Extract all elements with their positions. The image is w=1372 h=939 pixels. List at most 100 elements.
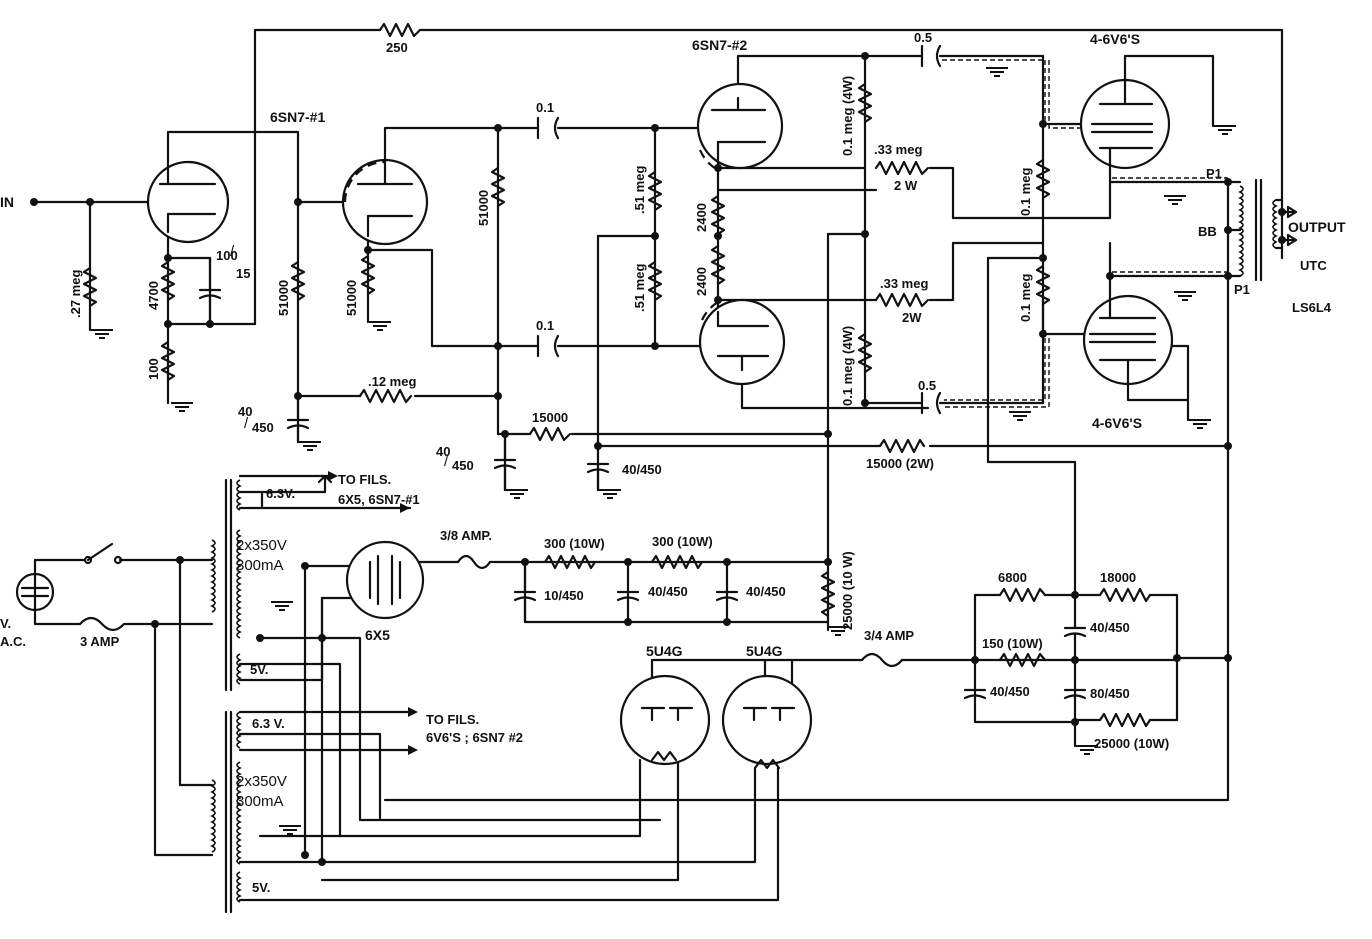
label-c-100: 100 [216, 248, 238, 263]
capacitor-40-450-d [616, 590, 640, 602]
label-c-40-a-slash: / [244, 415, 249, 432]
label-output: OUTPUT [1288, 219, 1346, 235]
label-c-01-bottom: 0.1 [536, 318, 554, 333]
tube-6v6-bottom [1082, 274, 1174, 386]
label-v63-b: 6.3 V. [252, 716, 285, 731]
label-hv-b-1: 2x350V [236, 773, 287, 790]
capacitor-40-450-e [715, 590, 739, 602]
label-c-05-top: 0.5 [914, 30, 932, 45]
resistor-2400-a [710, 194, 726, 236]
power-transformer-1 [210, 478, 264, 692]
label-r-150: 150 (10W) [982, 636, 1043, 651]
label-v5-a: 5V. [250, 662, 268, 677]
label-r-51000-c: 51000 [476, 190, 491, 226]
label-fuse-38: 3/8 AMP. [440, 528, 492, 543]
label-hv-a-2: 300mA [236, 557, 284, 574]
label-tube-6sn7-1: 6SN7-#1 [270, 109, 325, 125]
tube-5u4g-2 [721, 674, 813, 770]
capacitor-40-450-f [1063, 593, 1087, 662]
label-c-40-b-slash: / [444, 453, 449, 470]
fuses-switch [15, 542, 904, 668]
resistor-6800 [998, 587, 1047, 603]
capacitors [198, 44, 1087, 700]
label-r-01meg-b: 0.1 meg [1018, 274, 1033, 322]
label-r-2400-a: 2400 [694, 203, 709, 232]
tube-6sn7-1 [341, 158, 429, 246]
resistor-300-b [650, 554, 704, 570]
label-tap-p1-top: P1 [1206, 166, 1222, 181]
output-transformer [1226, 178, 1298, 282]
label-fuse-34: 3/4 AMP [864, 628, 914, 643]
tube-5u4g-1 [619, 674, 711, 766]
resistor-25000-b [1098, 712, 1152, 728]
label-input: IN [0, 194, 14, 210]
label-r-27meg: .27 meg [68, 270, 83, 318]
label-r-15000: 15000 [532, 410, 568, 425]
resistor-150 [998, 652, 1047, 668]
resistor-51000-b [360, 254, 376, 296]
label-tube-5u4g-1: 5U4G [646, 643, 683, 659]
tubes [146, 78, 1174, 770]
transformers [210, 178, 1298, 914]
resistor-27meg [82, 266, 98, 308]
label-c-15: 15 [236, 266, 250, 281]
resistor-33meg-b [874, 292, 930, 308]
label-r-12meg: .12 meg [368, 374, 416, 389]
label-c-05-bottom: 0.5 [918, 378, 936, 393]
label-r-33meg-b-w: 2W [902, 310, 922, 325]
fuse-3-amp [78, 616, 126, 632]
capacitor-01-bottom [536, 334, 560, 358]
label-fils-2-a: TO FILS. [426, 712, 479, 727]
schematic-labels: IN 6SN7-#1 6SN7-#2 4-6V6'S 4-6V6'S 6X5 5… [0, 30, 1346, 895]
label-r-300-a: 300 (10W) [544, 536, 605, 551]
label-fils-1-a: TO FILS. [338, 472, 391, 487]
resistor-250 [378, 22, 422, 38]
label-r-01meg4w-a: 0.1 meg (4W) [840, 76, 855, 156]
resistor-25000-10w [820, 570, 836, 618]
label-r-250: 250 [386, 40, 408, 55]
resistor-01meg-b [1035, 264, 1051, 306]
resistor-2400-b [710, 244, 726, 286]
label-r-33meg-b: .33 meg [880, 276, 928, 291]
capacitor-80-450 [1063, 688, 1087, 700]
capacitor-100-15 [198, 256, 222, 326]
label-r-51000-b: 51000 [344, 280, 359, 316]
label-hv-a-1: 2x350V [236, 537, 287, 554]
junction-dots [30, 52, 1286, 866]
resistor-100 [160, 340, 176, 382]
power-transformer-2 [210, 710, 242, 914]
label-tube-6v6-top: 4-6V6'S [1090, 31, 1140, 47]
label-ls6l4: LS6L4 [1292, 300, 1332, 315]
label-c-40-450-d: 40/450 [648, 584, 688, 599]
capacitor-05-bottom [920, 391, 942, 415]
label-r-01meg-a: 0.1 meg [1018, 168, 1033, 216]
resistor-51meg-b [647, 260, 663, 302]
label-ac-a: V. [0, 616, 11, 631]
label-v5-b: 5V. [252, 880, 270, 895]
label-tube-6sn7-2: 6SN7-#2 [692, 37, 747, 53]
capacitor-05-top [920, 44, 942, 68]
label-r-51meg-a: .51 meg [632, 166, 647, 214]
label-r-100: 100 [146, 358, 161, 380]
label-tap-p1-bottom: P1 [1234, 282, 1250, 297]
resistor-33meg-a [874, 160, 930, 176]
tube-6x5 [345, 540, 425, 620]
pilot-lamp [15, 572, 55, 612]
tube-input-triode [146, 158, 230, 244]
label-r-300-b: 300 (10W) [652, 534, 713, 549]
label-r-33meg-a: .33 meg [874, 142, 922, 157]
label-hv-b-2: 300mA [236, 793, 284, 810]
resistor-12meg [358, 388, 413, 404]
label-r-6800: 6800 [998, 570, 1027, 585]
label-r-2400-b: 2400 [694, 267, 709, 296]
resistor-01meg-a [1035, 158, 1051, 200]
tube-6sn7-2-top [696, 82, 784, 171]
label-c-40-b-bottom: 450 [452, 458, 474, 473]
label-fils-2-b: 6V6'S ; 6SN7 #2 [426, 730, 523, 745]
label-c-01-top: 0.1 [536, 100, 554, 115]
capacitor-10-450 [513, 560, 537, 624]
label-r-51000-a: 51000 [276, 280, 291, 316]
label-c-40-450-g: 40/450 [990, 684, 1030, 699]
resistor-51000-a [290, 260, 306, 302]
